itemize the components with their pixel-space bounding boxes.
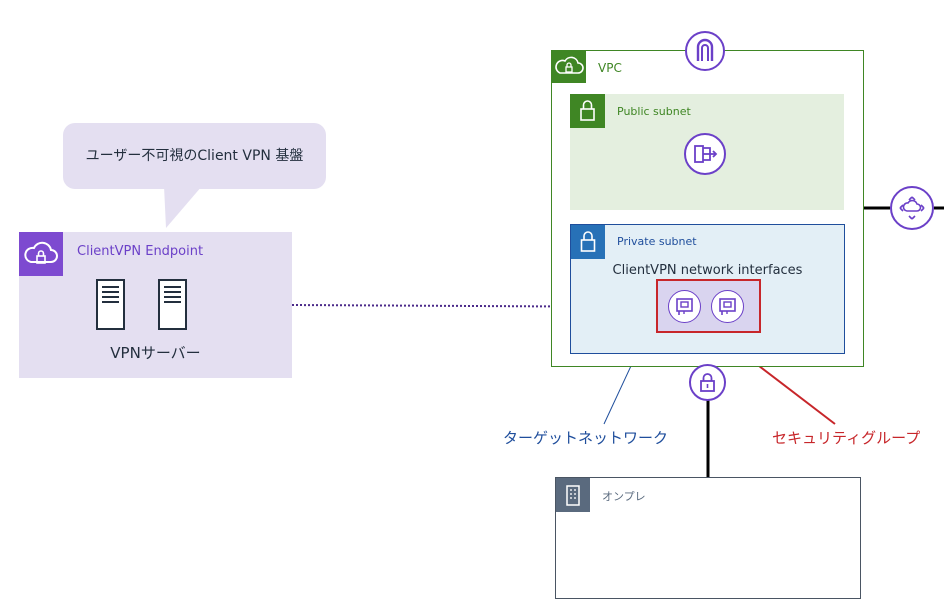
network-interface-icon xyxy=(711,290,744,323)
cloud-lock-icon xyxy=(19,232,63,276)
private-subnet-title: Private subnet xyxy=(617,235,697,248)
nat-gateway-icon xyxy=(684,133,726,175)
connector-layer xyxy=(291,206,944,477)
clientvpn-endpoint-group xyxy=(19,232,292,378)
onprem-title: オンプレ xyxy=(602,490,646,503)
endpoint-title: ClientVPN Endpoint xyxy=(77,244,204,259)
endpoint-to-eni-dotted-line xyxy=(291,304,657,308)
callout-bubble xyxy=(63,123,326,189)
router-icon xyxy=(890,186,934,230)
private-subnet-subtitle: ClientVPN network interfaces xyxy=(612,263,803,278)
cloud-lock-icon xyxy=(552,51,586,83)
server-icon xyxy=(158,279,188,335)
internet-gateway-icon xyxy=(685,31,725,71)
building-icon xyxy=(556,478,590,512)
vpn-gateway-lock-icon xyxy=(689,364,726,401)
target-network-label: ターゲットネットワーク xyxy=(503,429,669,447)
endpoint-subtitle: VPNサーバー xyxy=(110,344,201,362)
network-interface-icon xyxy=(668,290,701,323)
server-icon xyxy=(96,279,126,335)
lock-icon xyxy=(571,225,605,259)
callout-text: ユーザー不可視のClient VPN 基盤 xyxy=(85,148,304,164)
onprem-group xyxy=(555,477,861,599)
vpc-title: VPC xyxy=(598,61,622,75)
lock-icon xyxy=(570,94,605,128)
callout-tail xyxy=(164,186,202,228)
public-subnet-title: Public subnet xyxy=(617,105,691,118)
security-group-label: セキュリティグループ xyxy=(772,429,921,447)
